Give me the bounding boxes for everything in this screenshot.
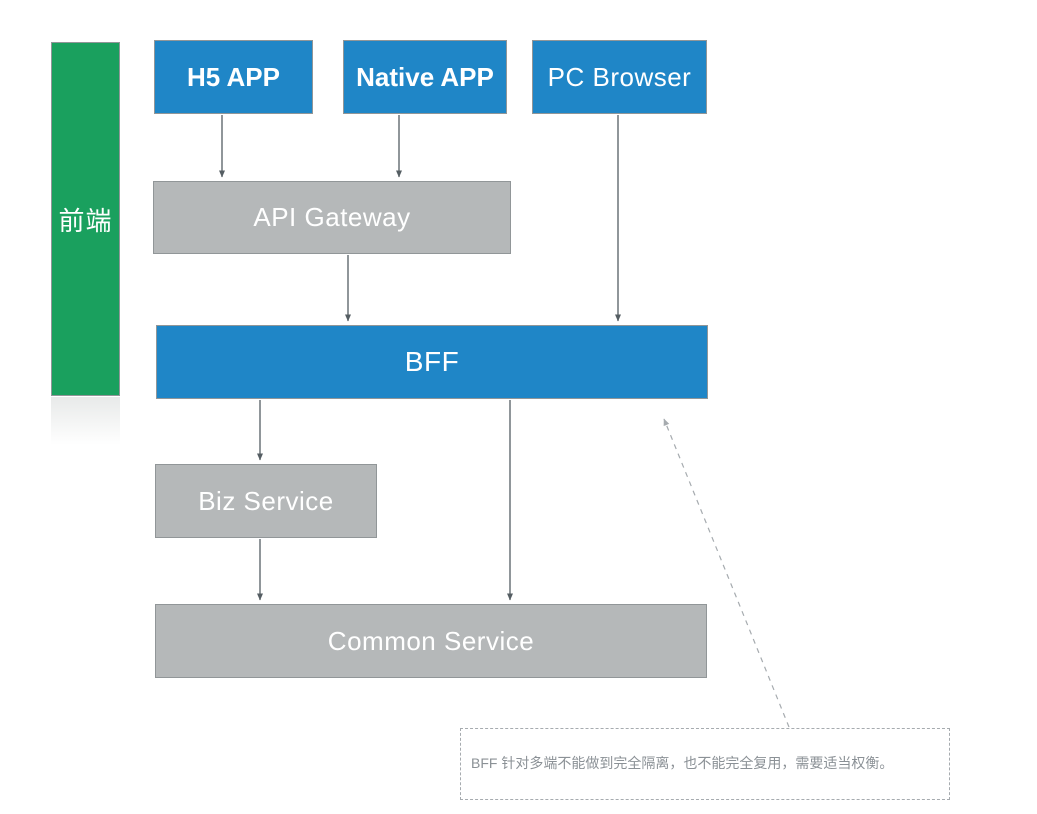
node-api-gateway-label: API Gateway bbox=[253, 202, 411, 232]
note-text: BFF 针对多端不能做到完全隔离，也不能完全复用，需要适当权衡。 bbox=[471, 755, 894, 772]
node-pc-browser: PC Browser bbox=[532, 40, 707, 114]
node-native-app: Native APP bbox=[343, 40, 507, 114]
node-biz-service-label: Biz Service bbox=[198, 485, 334, 516]
frontend-band-label: 前端 bbox=[58, 205, 113, 236]
frontend-band: 前端 bbox=[51, 42, 120, 396]
note-box: BFF 针对多端不能做到完全隔离，也不能完全复用，需要适当权衡。 bbox=[460, 728, 950, 800]
node-api-gateway: API Gateway bbox=[153, 181, 511, 254]
note-arrow-to-bff bbox=[663, 418, 790, 728]
node-common-service: Common Service bbox=[155, 604, 707, 678]
node-h5-app: H5 APP bbox=[154, 40, 313, 114]
node-common-service-label: Common Service bbox=[327, 625, 535, 656]
node-h5-app-label: H5 APP bbox=[187, 61, 280, 92]
node-biz-service: Biz Service bbox=[155, 464, 377, 538]
node-native-app-label: Native APP bbox=[356, 61, 494, 92]
node-bff: BFF bbox=[156, 325, 708, 399]
node-bff-label: BFF bbox=[404, 346, 460, 377]
frontend-band-reflection bbox=[51, 397, 120, 445]
node-pc-browser-label: PC Browser bbox=[547, 61, 692, 92]
